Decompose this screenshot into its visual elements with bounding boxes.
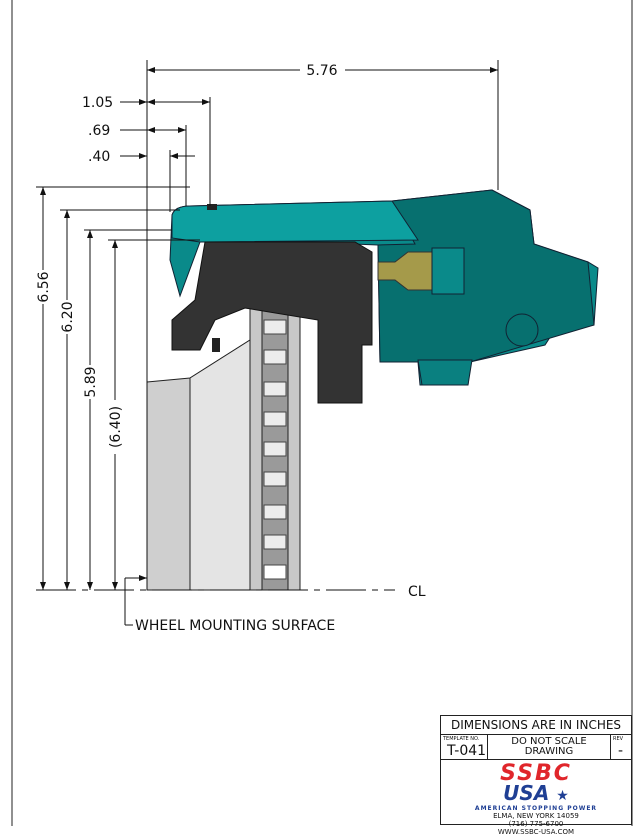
scale-note-1: DO NOT SCALE — [511, 736, 587, 747]
address: ELMA, NEW YORK 14059 — [493, 812, 579, 820]
dim-0-69: .69 — [88, 123, 110, 139]
dim-6-40-ref: (6.40) — [108, 406, 124, 448]
wheel-mounting-label: WHEEL MOUNTING SURFACE — [135, 618, 335, 634]
template-number: T-041 — [447, 743, 487, 759]
rev-label: REV — [613, 736, 624, 742]
dim-6-56: 6.56 — [36, 271, 52, 302]
template-label: TEMPLATE NO. — [443, 736, 480, 742]
dim-0-40: .40 — [88, 149, 110, 165]
ssbc-logo: SSBC USA ★ AMERICAN STOPPING POWER ELMA,… — [441, 760, 631, 836]
website: WWW.SSBC-USA.COM — [497, 828, 575, 836]
title-block: DIMENSIONS ARE IN INCHES TEMPLATE NO. T-… — [440, 715, 632, 836]
tagline: AMERICAN STOPPING POWER — [474, 805, 598, 812]
logo-usa: USA ★ — [441, 781, 631, 805]
brake-fitting — [377, 247, 465, 295]
star-icon: ★ — [556, 788, 569, 804]
rotor — [146, 304, 301, 591]
phone: (716) 775-6700 — [508, 820, 564, 828]
dim-6-20: 6.20 — [60, 301, 76, 332]
scale-note-2: DRAWING — [524, 746, 574, 757]
logo-ssbc: SSBC — [500, 761, 572, 786]
logo-usa-text: USA — [503, 781, 550, 805]
units-note: DIMENSIONS ARE IN INCHES — [441, 716, 631, 735]
centerline-label: CL — [408, 584, 426, 600]
dim-overall-width: 5.76 — [306, 63, 337, 79]
rev-value: - — [618, 743, 624, 759]
dim-5-89: 5.89 — [83, 366, 99, 397]
caliper-body — [169, 189, 599, 386]
mounting-bracket — [171, 204, 373, 404]
dim-1-05: 1.05 — [82, 95, 113, 111]
